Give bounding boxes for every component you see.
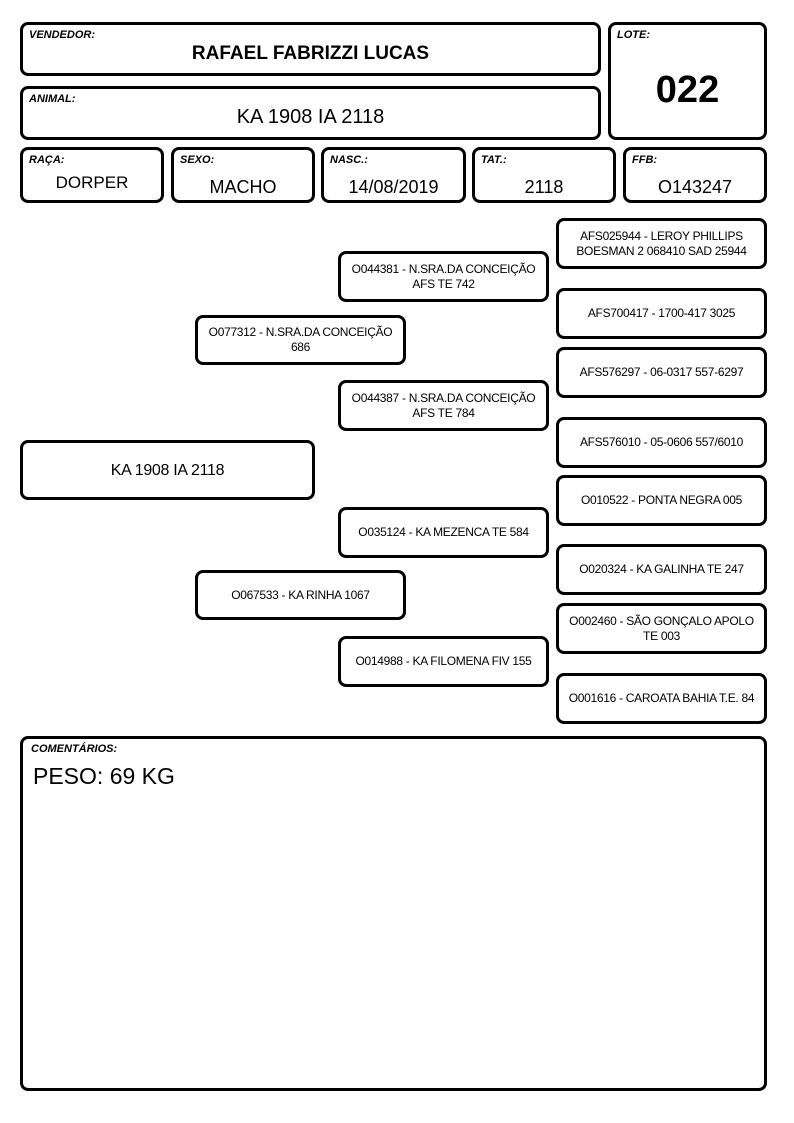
pedigree-g3-text: AFS576010 - 05-0606 557/6010 bbox=[579, 435, 744, 449]
tat-label: TAT.: bbox=[481, 154, 507, 166]
tat-value: 2118 bbox=[524, 177, 564, 197]
pedigree-sire-dam-text: O044387 - N.SRA.DA CONCEIÇÃO AFS TE 784 bbox=[351, 390, 536, 420]
pedigree-g3-item: O002460 - SÃO GONÇALO APOLO TE 003 bbox=[556, 603, 767, 654]
animal-value: KA 1908 IA 2118 bbox=[236, 106, 385, 128]
nasc-box: NASC.: 14/08/2019 bbox=[321, 147, 466, 203]
comments-box: COMENTÁRIOS: PESO: 69 KG bbox=[20, 736, 767, 1091]
pedigree-g3-item: AFS576297 - 06-0317 557-6297 bbox=[556, 347, 767, 398]
lote-value: 022 bbox=[655, 69, 720, 111]
pedigree-sire-sire-text: O044381 - N.SRA.DA CONCEIÇÃO AFS TE 742 bbox=[351, 261, 536, 291]
animal-box: ANIMAL: KA 1908 IA 2118 bbox=[20, 86, 601, 140]
pedigree-g3-text: O010522 - PONTA NEGRA 005 bbox=[580, 493, 743, 507]
pedigree-animal-text: KA 1908 IA 2118 bbox=[110, 461, 225, 479]
comments-value: PESO: 69 KG bbox=[33, 763, 175, 789]
pedigree-g3-text: AFS700417 - 1700-417 3025 bbox=[587, 306, 736, 320]
pedigree-g3-text: O002460 - SÃO GONÇALO APOLO TE 003 bbox=[569, 613, 754, 643]
pedigree-dam: O067533 - KA RINHA 1067 bbox=[195, 570, 406, 620]
pedigree-g3-item: O010522 - PONTA NEGRA 005 bbox=[556, 475, 767, 526]
pedigree-sire-sire: O044381 - N.SRA.DA CONCEIÇÃO AFS TE 742 bbox=[338, 251, 549, 302]
sexo-label: SEXO: bbox=[180, 154, 215, 166]
sexo-box: SEXO: MACHO bbox=[171, 147, 315, 203]
pedigree-sire: O077312 - N.SRA.DA CONCEIÇÃO 686 bbox=[195, 315, 406, 365]
pedigree-sire-dam: O044387 - N.SRA.DA CONCEIÇÃO AFS TE 784 bbox=[338, 380, 549, 431]
pedigree-g3-text: AFS025944 - LEROY PHILLIPS BOESMAN 2 068… bbox=[576, 228, 747, 258]
ffb-box: FFB: O143247 bbox=[623, 147, 767, 203]
comments-label: COMENTÁRIOS: bbox=[31, 743, 118, 755]
pedigree-dam-sire-text: O035124 - KA MEZENCA TE 584 bbox=[358, 525, 529, 539]
pedigree-g3-text: AFS576297 - 06-0317 557-6297 bbox=[579, 365, 744, 379]
pedigree-dam-dam-text: O014988 - KA FILOMENA FIV 155 bbox=[355, 654, 532, 668]
ffb-label: FFB: bbox=[632, 154, 658, 166]
pedigree-g3-item: AFS025944 - LEROY PHILLIPS BOESMAN 2 068… bbox=[556, 218, 767, 269]
tat-box: TAT.: 2118 bbox=[472, 147, 616, 203]
lote-box: LOTE: 022 bbox=[608, 22, 767, 140]
pedigree-g3-item: AFS576010 - 05-0606 557/6010 bbox=[556, 417, 767, 468]
nasc-label: NASC.: bbox=[330, 154, 368, 166]
vendedor-label: VENDEDOR: bbox=[29, 29, 96, 41]
pedigree-dam-sire: O035124 - KA MEZENCA TE 584 bbox=[338, 507, 549, 558]
raca-box: RAÇA: DORPER bbox=[20, 147, 164, 203]
pedigree-g3-item: O020324 - KA GALINHA TE 247 bbox=[556, 544, 767, 595]
animal-label: ANIMAL: bbox=[29, 93, 76, 105]
vendedor-box: VENDEDOR: RAFAEL FABRIZZI LUCAS bbox=[20, 22, 601, 76]
nasc-value: 14/08/2019 bbox=[348, 177, 439, 197]
vendedor-value: RAFAEL FABRIZZI LUCAS bbox=[191, 43, 430, 64]
pedigree-dam-dam: O014988 - KA FILOMENA FIV 155 bbox=[338, 636, 549, 687]
sexo-value: MACHO bbox=[209, 177, 277, 197]
pedigree-g3-item: AFS700417 - 1700-417 3025 bbox=[556, 288, 767, 339]
pedigree-dam-text: O067533 - KA RINHA 1067 bbox=[231, 587, 370, 602]
pedigree-sire-text: O077312 - N.SRA.DA CONCEIÇÃO 686 bbox=[208, 325, 393, 354]
pedigree-g3-text: O001616 - CAROATA BAHIA T.E. 84 bbox=[568, 691, 755, 705]
pedigree-g3-item: O001616 - CAROATA BAHIA T.E. 84 bbox=[556, 673, 767, 724]
pedigree-animal: KA 1908 IA 2118 bbox=[20, 440, 315, 500]
ffb-value: O143247 bbox=[657, 177, 733, 197]
raca-label: RAÇA: bbox=[29, 154, 65, 166]
lote-label: LOTE: bbox=[617, 29, 650, 41]
raca-value: DORPER bbox=[55, 173, 129, 192]
pedigree-g3-text: O020324 - KA GALINHA TE 247 bbox=[579, 562, 744, 576]
